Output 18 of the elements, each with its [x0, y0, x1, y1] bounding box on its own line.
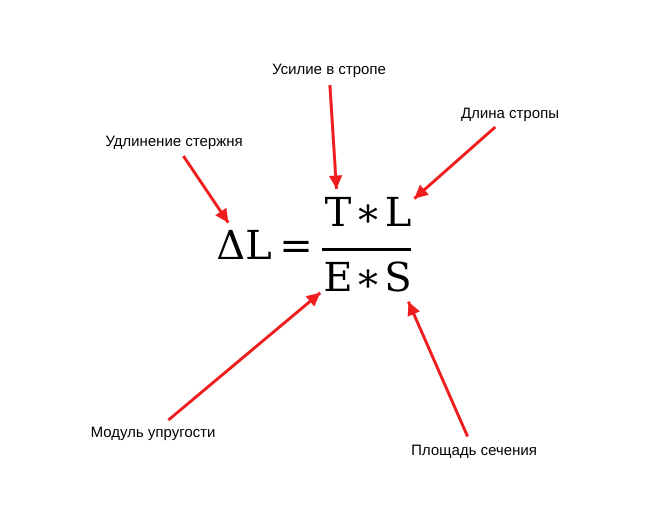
- callout-text: Модуль упругости: [90, 424, 216, 442]
- formula-symbol: T: [324, 193, 352, 233]
- callout-text: Удлинение стержня: [105, 133, 243, 151]
- callout-text: Площадь сечения: [411, 442, 537, 460]
- formula-symbol: L: [384, 193, 412, 233]
- leader-arrow: [407, 301, 469, 438]
- leader-arrow: [167, 292, 322, 422]
- leader-arrow: [182, 155, 230, 224]
- operator-sign: ∗: [354, 258, 382, 298]
- leader-arrow: [328, 84, 342, 190]
- formula-symbol: S: [384, 258, 412, 298]
- formula-symbol: ΔL: [216, 226, 272, 266]
- leader-arrow: [413, 126, 496, 200]
- callout-text: Усилие в стропе: [272, 61, 386, 79]
- callout-text: Длина стропы: [460, 105, 560, 123]
- operator-sign: =: [279, 226, 313, 266]
- formula-symbol: E: [323, 258, 353, 298]
- operator-sign: ∗: [354, 193, 382, 233]
